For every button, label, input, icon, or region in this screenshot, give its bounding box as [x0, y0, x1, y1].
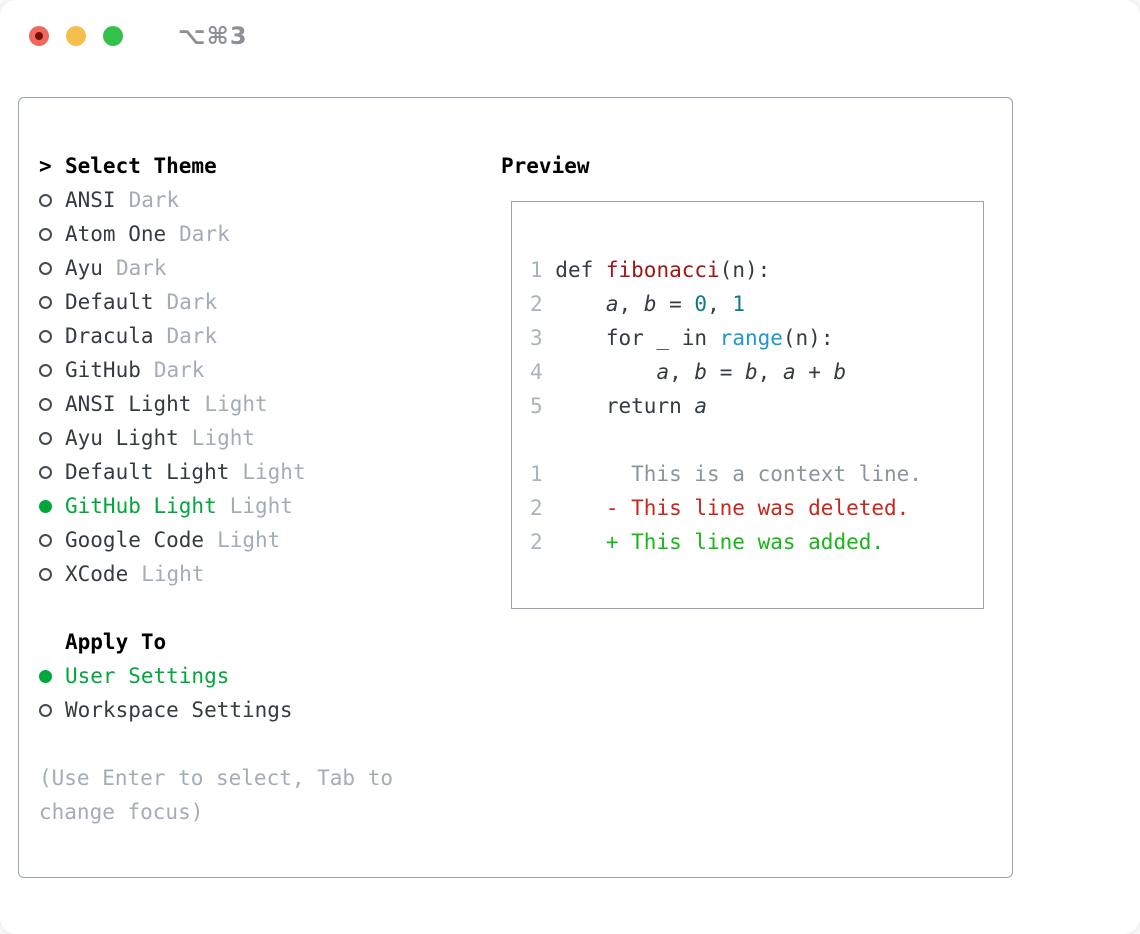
- radio-icon: [39, 295, 52, 309]
- theme-item-google-code[interactable]: Google Code Light: [39, 523, 491, 557]
- preview-column: Preview 1 def fibonacci(n): 2 a, b = 0, 1…: [491, 149, 984, 877]
- select-theme-header: > Select Theme: [39, 149, 491, 183]
- theme-item-label: GitHub Light: [65, 494, 217, 518]
- code-line: 2 + This line was added.: [530, 530, 885, 554]
- minimize-button[interactable]: [66, 26, 86, 46]
- select-theme-title: Select Theme: [65, 154, 217, 178]
- theme-variant-label: Dark: [115, 256, 167, 280]
- theme-item-label: Atom One: [65, 222, 167, 246]
- radio-selected-icon: [39, 669, 52, 683]
- code-line: 2 - This line was deleted.: [530, 496, 910, 520]
- theme-item-github[interactable]: GitHub Dark: [39, 353, 491, 387]
- keyboard-shortcut-label: ⌥⌘3: [178, 22, 248, 50]
- theme-item-github-light[interactable]: GitHub Light Light: [39, 489, 491, 523]
- zoom-button[interactable]: [103, 26, 123, 46]
- theme-item-label: ANSI Light: [65, 392, 192, 416]
- radio-selected-icon: [39, 499, 52, 513]
- theme-variant-label: Light: [204, 392, 268, 416]
- theme-item-ayu-light[interactable]: Ayu Light Light: [39, 421, 491, 455]
- radio-icon: [39, 397, 52, 411]
- theme-variant-label: Dark: [166, 290, 218, 314]
- theme-item-default[interactable]: Default Dark: [39, 285, 491, 319]
- theme-item-label: Default Light: [65, 460, 230, 484]
- close-button[interactable]: [29, 26, 49, 46]
- keyboard-hint: (Use Enter to select, Tab to change focu…: [39, 766, 394, 824]
- theme-variant-label: Dark: [128, 188, 180, 212]
- radio-icon: [39, 227, 52, 241]
- theme-item-label: ANSI: [65, 188, 116, 212]
- code-line: 2 a, b = 0, 1: [530, 292, 746, 316]
- code-line: 1 def fibonacci(n):: [530, 258, 771, 282]
- theme-item-ansi-light[interactable]: ANSI Light Light: [39, 387, 491, 421]
- apply-option-user-settings[interactable]: User Settings: [39, 659, 491, 693]
- code-line: 4 a, b = b, a + b: [530, 360, 847, 384]
- radio-icon: [39, 261, 52, 275]
- theme-item-xcode[interactable]: XCode Light: [39, 557, 491, 591]
- radio-icon: [39, 567, 52, 581]
- theme-item-ayu[interactable]: Ayu Dark: [39, 251, 491, 285]
- theme-item-label: Default: [65, 290, 154, 314]
- radio-icon: [39, 465, 52, 479]
- preview-title: Preview: [501, 154, 590, 178]
- radio-icon: [39, 533, 52, 547]
- radio-icon: [39, 703, 52, 717]
- theme-variant-label: Light: [217, 528, 281, 552]
- code-line: 3 for _ in range(n):: [530, 326, 834, 350]
- theme-variant-label: Light: [242, 460, 306, 484]
- theme-item-default-light[interactable]: Default Light Light: [39, 455, 491, 489]
- spacer: [39, 591, 491, 625]
- theme-item-label: XCode: [65, 562, 129, 586]
- apply-to-header: Apply To: [39, 625, 491, 659]
- theme-variant-label: Dark: [153, 358, 205, 382]
- theme-item-label: Ayu Light: [65, 426, 179, 450]
- radio-icon: [39, 431, 52, 445]
- theme-item-label: Ayu: [65, 256, 103, 280]
- cursor-icon: >: [39, 154, 52, 178]
- theme-item-atom-one[interactable]: Atom One Dark: [39, 217, 491, 251]
- radio-icon: [39, 193, 52, 207]
- title-bar: ⌥⌘3: [0, 0, 1140, 72]
- theme-variant-label: Dark: [166, 324, 218, 348]
- code-line: 5 return a: [530, 394, 708, 418]
- apply-option-label: User Settings: [65, 664, 230, 688]
- theme-variant-label: Light: [191, 426, 256, 450]
- code-line: 1 This is a context line.: [530, 462, 922, 486]
- preview-box: 1 def fibonacci(n): 2 a, b = 0, 1 3 for _ …: [511, 201, 984, 609]
- apply-option-label: Workspace Settings: [65, 698, 293, 722]
- blank-line: [530, 423, 983, 457]
- radio-icon: [39, 329, 52, 343]
- theme-variant-label: Light: [141, 562, 205, 586]
- radio-icon: [39, 363, 52, 377]
- apply-to-title: Apply To: [65, 630, 167, 654]
- theme-item-label: Google Code: [65, 528, 205, 552]
- theme-variant-label: Dark: [179, 222, 230, 246]
- theme-item-ansi[interactable]: ANSI Dark: [39, 183, 491, 217]
- theme-variant-label: Light: [229, 494, 293, 518]
- theme-item-label: Dracula: [65, 324, 154, 348]
- theme-item-label: GitHub: [65, 358, 141, 382]
- theme-item-dracula[interactable]: Dracula Dark: [39, 319, 491, 353]
- apply-option-workspace-settings[interactable]: Workspace Settings: [39, 693, 491, 727]
